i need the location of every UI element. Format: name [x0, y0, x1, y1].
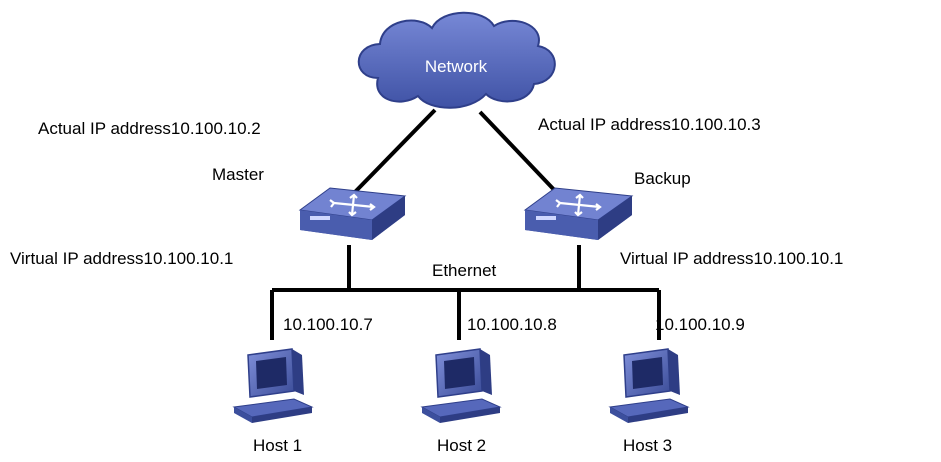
host1-computer-icon [232, 348, 314, 423]
host2-ip-label: 10.100.10.8 [467, 315, 557, 334]
master-virtual-ip-label: Virtual IP address10.100.10.1 [10, 249, 233, 268]
backup-switch-icon [523, 187, 634, 240]
master-role-label: Master [212, 165, 264, 184]
host3-computer-icon [608, 348, 690, 423]
host2-computer-icon [420, 348, 502, 423]
host1-name-label: Host 1 [253, 436, 302, 455]
ethernet-label: Ethernet [432, 261, 497, 280]
host3-ip-label: 10.100.10.9 [655, 315, 745, 334]
host3-name-label: Host 3 [623, 436, 672, 455]
host2-name-label: Host 2 [437, 436, 486, 455]
network-cloud-icon [357, 11, 556, 109]
network-cloud-label: Network [425, 57, 488, 76]
host1-ip-label: 10.100.10.7 [283, 315, 373, 334]
connection-lines [270, 108, 661, 340]
backup-uplink-line [478, 110, 562, 198]
master-actual-ip-label: Actual IP address10.100.10.2 [38, 119, 261, 138]
backup-virtual-ip-label: Virtual IP address10.100.10.1 [620, 249, 843, 268]
master-switch-icon [298, 187, 407, 240]
backup-actual-ip-label: Actual IP address10.100.10.3 [538, 115, 761, 134]
master-uplink-line [353, 108, 437, 194]
backup-role-label: Backup [634, 169, 691, 188]
